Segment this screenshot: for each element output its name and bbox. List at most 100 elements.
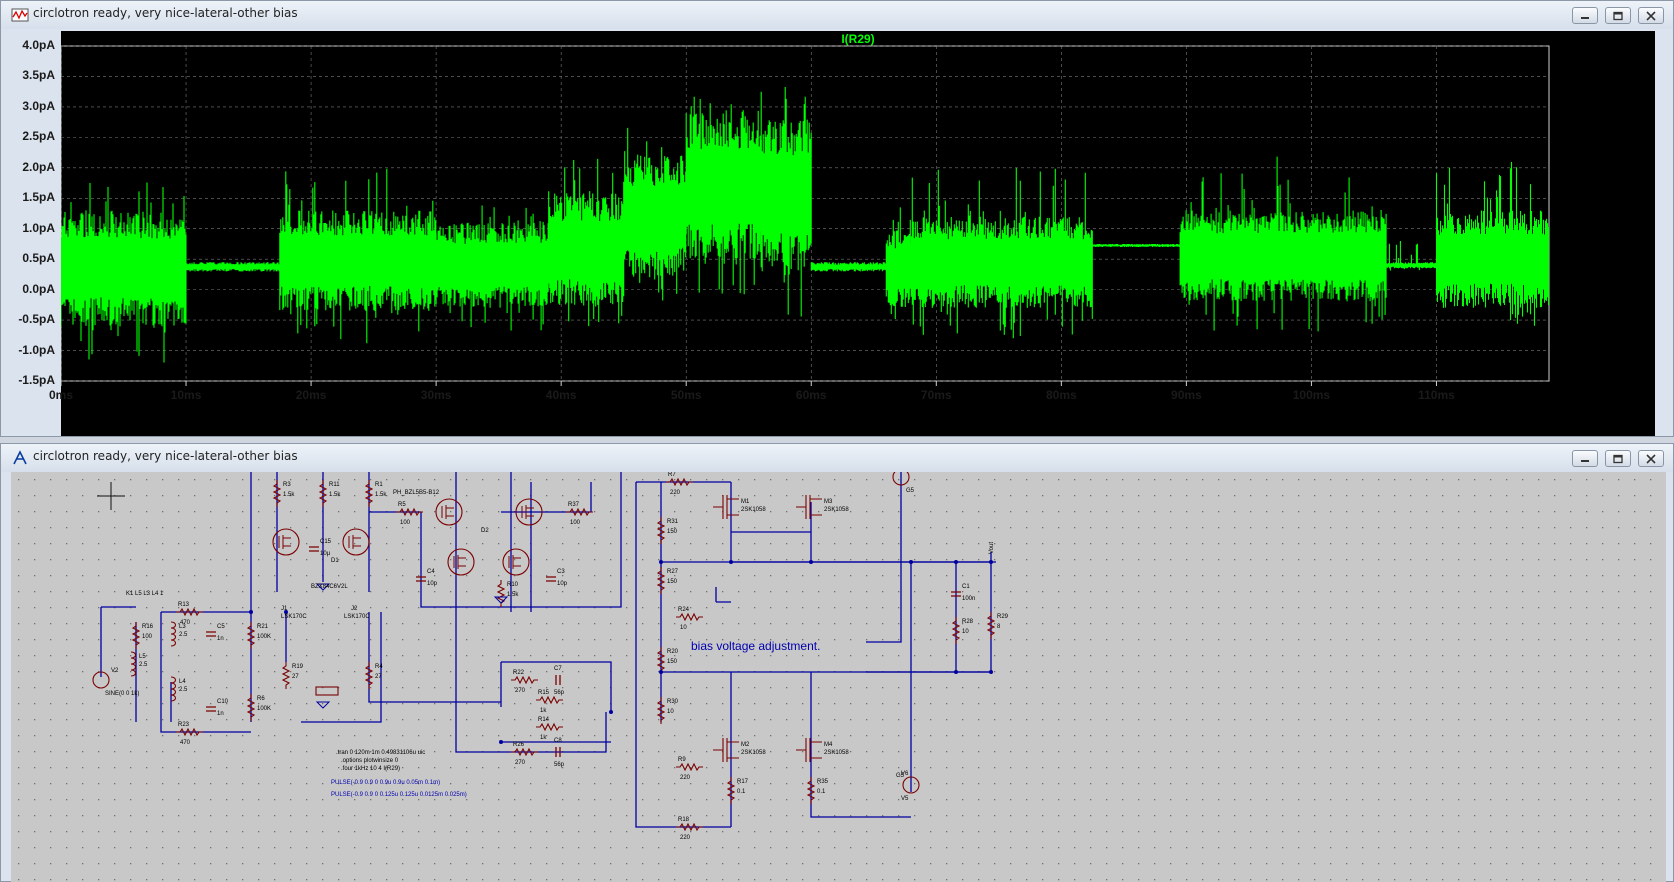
component-label[interactable]: R24 <box>678 607 690 613</box>
waveform-titlebar[interactable]: circlotron ready, very nice-lateral-othe… <box>1 1 1673 29</box>
component-label[interactable]: M2 <box>741 742 750 748</box>
component-label[interactable]: 0.1 <box>817 789 826 795</box>
component-label[interactable]: 27 <box>375 674 382 680</box>
component-label[interactable]: R10 <box>507 582 519 588</box>
component-label[interactable]: R9 <box>678 757 686 763</box>
component-label[interactable]: 1.5k <box>329 492 341 498</box>
resistor-symbol[interactable] <box>176 607 203 617</box>
capacitor-symbol[interactable] <box>555 675 561 685</box>
component-label[interactable]: 220 <box>670 490 681 496</box>
component-label[interactable]: R15 <box>538 690 550 696</box>
resistor-symbol[interactable] <box>666 477 693 487</box>
component-label[interactable]: LSK170C <box>281 614 307 620</box>
schematic-canvas[interactable]: R31.5kR111.5kR11.5kR16100R21100KR1927R42… <box>11 472 1666 882</box>
component-label[interactable]: C8 <box>554 738 562 744</box>
inductor-symbol[interactable] <box>170 676 177 702</box>
component-label[interactable]: 1n <box>217 636 224 642</box>
resistor-symbol[interactable] <box>806 777 816 804</box>
voltage-source-symbol[interactable] <box>92 671 110 689</box>
minimize-button[interactable] <box>1572 7 1598 24</box>
component-label[interactable]: R21 <box>257 624 269 630</box>
component-label[interactable]: V5 <box>901 796 909 802</box>
component-label[interactable]: LSK170C <box>344 614 370 620</box>
resistor-symbol[interactable] <box>272 480 282 507</box>
component-label[interactable]: 2SK1058 <box>741 507 766 513</box>
transistor-symbol[interactable] <box>342 528 370 556</box>
component-label[interactable]: 10p <box>427 581 438 587</box>
component-label[interactable]: M4 <box>824 742 833 748</box>
capacitor-symbol[interactable] <box>309 546 319 552</box>
component-label[interactable]: C1 <box>962 584 970 590</box>
component-label[interactable]: R14 <box>538 717 550 723</box>
component-label[interactable]: 100 <box>570 520 581 526</box>
component-label[interactable]: 470 <box>180 620 191 626</box>
resistor-symbol[interactable] <box>511 747 538 757</box>
component-label[interactable]: R22 <box>513 670 525 676</box>
component-label[interactable]: 0.1 <box>737 789 746 795</box>
capacitor-symbol[interactable] <box>546 576 556 582</box>
mosfet-symbol[interactable] <box>713 738 739 762</box>
component-label[interactable]: 10 <box>667 709 674 715</box>
component-label[interactable]: D2 <box>481 528 489 534</box>
component-label[interactable]: R4 <box>375 664 383 670</box>
resistor-symbol[interactable] <box>986 612 996 639</box>
component-label[interactable]: 270 <box>515 760 526 766</box>
component-label[interactable]: 100 <box>142 634 153 640</box>
component-label[interactable]: R31 <box>667 519 679 525</box>
coupling-directive[interactable]: K1 L5 L3 L4 1 <box>126 591 164 597</box>
component-label[interactable]: M1 <box>741 499 750 505</box>
component-label[interactable]: C10 <box>217 699 229 705</box>
resistor-symbol[interactable] <box>511 675 538 685</box>
resistor-symbol[interactable] <box>246 622 256 649</box>
component-label[interactable]: R3 <box>283 482 291 488</box>
resistor-symbol[interactable] <box>951 617 961 644</box>
component-label[interactable]: 1k <box>540 735 547 741</box>
component-label[interactable]: R23 <box>178 722 190 728</box>
resistor-symbol[interactable] <box>176 727 203 737</box>
resistor-symbol[interactable] <box>536 695 563 705</box>
component-label[interactable]: 2SK1058 <box>741 750 766 756</box>
component-label[interactable]: R5 <box>398 502 406 508</box>
resistor-symbol[interactable] <box>656 567 666 594</box>
pulse-source-2[interactable]: PULSE(-0.9 0.9 0 0.125u 0.125u 0.0125m 0… <box>331 792 467 798</box>
component-label[interactable]: R26 <box>513 742 525 748</box>
spice-directive-four[interactable]: .four 1kHz 10 4 I(R29) <box>341 766 400 772</box>
capacitor-symbol[interactable] <box>416 576 426 582</box>
maximize-button[interactable] <box>1605 7 1631 24</box>
voltage-source-symbol[interactable] <box>902 776 920 794</box>
component-label[interactable]: L4 <box>179 679 186 685</box>
resistor-symbol[interactable] <box>536 722 563 732</box>
component-label[interactable]: PH_BZL5B5-B12 <box>393 490 440 496</box>
component-label[interactable]: 150 <box>667 659 678 665</box>
inductor-symbol[interactable] <box>170 621 177 647</box>
component-label[interactable]: R29 <box>997 614 1009 620</box>
component-label[interactable]: 1k <box>540 708 547 714</box>
component-label[interactable]: 220 <box>680 835 691 841</box>
waveform-plot[interactable]: I(R29) <box>61 31 1655 436</box>
transistor-symbol[interactable] <box>447 548 475 576</box>
component-label[interactable]: 8 <box>997 624 1001 630</box>
component-label[interactable]: 27 <box>292 674 299 680</box>
component-label[interactable]: 270 <box>515 688 526 694</box>
component-label[interactable]: R18 <box>678 817 690 823</box>
component-label[interactable]: R35 <box>817 779 829 785</box>
component-label[interactable]: 470 <box>180 740 191 746</box>
capacitor-symbol[interactable] <box>951 591 961 597</box>
component-label[interactable]: 2.5 <box>139 662 148 668</box>
maximize-button[interactable] <box>1605 450 1631 467</box>
component-label[interactable]: 56p <box>554 690 565 696</box>
component-label[interactable]: R1 <box>375 482 383 488</box>
resistor-symbol[interactable] <box>246 694 256 721</box>
component-label[interactable]: C5 <box>217 624 225 630</box>
component-label[interactable]: 10 <box>680 625 687 631</box>
resistor-symbol[interactable] <box>396 507 423 517</box>
component-label[interactable]: 2.5 <box>179 632 188 638</box>
transistor-symbol[interactable] <box>272 528 300 556</box>
inductor-symbol[interactable] <box>130 651 137 677</box>
component-label[interactable]: 150 <box>667 579 678 585</box>
component-label[interactable]: L3 <box>179 624 186 630</box>
component-label[interactable]: 150 <box>667 529 678 535</box>
component-label[interactable]: 56p <box>554 762 565 768</box>
mosfet-symbol[interactable] <box>713 495 739 519</box>
component-label[interactable]: 1.5k <box>283 492 295 498</box>
